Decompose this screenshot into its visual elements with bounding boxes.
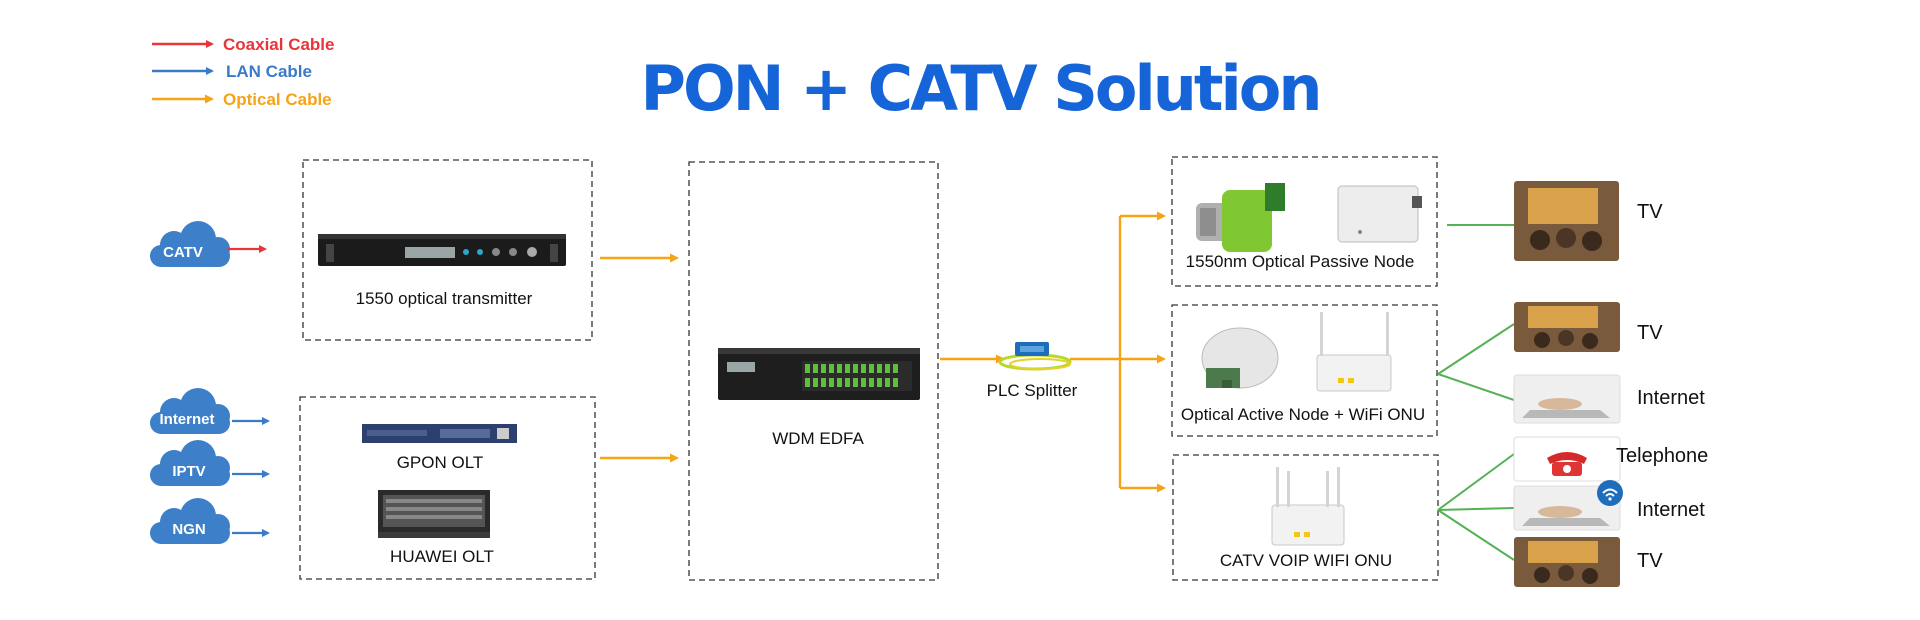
cloud-icon (150, 388, 230, 434)
edfa-box: WDM EDFA (688, 161, 939, 581)
device-label: 1550nm Optical Passive Node (1186, 252, 1415, 271)
cloud-icon (150, 440, 230, 486)
wifi-onu-device (1316, 312, 1392, 392)
legend-lan-label: LAN Cable (226, 62, 312, 81)
device-label: WDM EDFA (772, 429, 864, 448)
transmitter-device (318, 234, 566, 266)
legend-coax-label: Coaxial Cable (223, 35, 335, 54)
endpoint-label: TV (1637, 550, 1663, 572)
endpoint-internet-2: Internet (1513, 480, 1705, 531)
edfa-device (718, 348, 920, 400)
olt-box: GPON OLT HUAWEI OLT (299, 396, 596, 580)
device-label: Optical Active Node + WiFi ONU (1181, 405, 1425, 424)
active-node-box: Optical Active Node + WiFi ONU (1171, 304, 1438, 437)
endpoint-internet-1: Internet (1513, 374, 1705, 424)
cloud-ngn: NGN (150, 498, 270, 544)
source-label: CATV (163, 244, 203, 261)
endpoint-label: Internet (1637, 387, 1705, 409)
voip-onu-box: CATV VOIP WIFI ONU (1172, 454, 1439, 581)
cloud-catv: CATV (150, 221, 267, 267)
source-label: NGN (172, 521, 205, 538)
device-label: HUAWEI OLT (390, 547, 494, 566)
tv-icon (1514, 181, 1619, 261)
device-label: CATV VOIP WIFI ONU (1220, 551, 1392, 570)
endpoint-label: TV (1637, 201, 1663, 223)
source-label: IPTV (172, 463, 205, 480)
endpoint-label: Internet (1637, 499, 1705, 521)
huawei-olt-device (378, 490, 490, 538)
endpoint-label: Telephone (1616, 445, 1708, 467)
endpoint-telephone: Telephone (1513, 436, 1708, 482)
splitter-device (998, 342, 1072, 371)
passive-node-box: 1550nm Optical Passive Node (1171, 156, 1438, 287)
cloud-iptv: IPTV (150, 440, 270, 486)
cloud-internet: Internet (150, 388, 270, 434)
laptop-icon (1513, 485, 1621, 531)
endpoint-tv-1: TV (1514, 181, 1663, 261)
optical-branches (1070, 216, 1122, 488)
tv-icon (1514, 537, 1620, 587)
wifi-icon (1597, 480, 1623, 506)
page-title: PON + CATV Solution (641, 52, 1320, 125)
tv-icon (1514, 302, 1620, 352)
endpoint-label: TV (1637, 322, 1663, 344)
device-label: GPON OLT (397, 453, 484, 472)
device-label: PLC Splitter (987, 381, 1078, 400)
passive-node-device (1196, 183, 1422, 252)
voip-onu-device (1271, 467, 1345, 546)
cloud-icon (150, 221, 230, 267)
active-node-device (1201, 327, 1279, 389)
cloud-icon (150, 498, 230, 544)
legend: Coaxial Cable LAN Cable Optical Cable (152, 35, 335, 109)
source-label: Internet (159, 411, 214, 428)
gpon-olt-device (362, 424, 517, 443)
legend-optical-label: Optical Cable (223, 90, 332, 109)
telephone-icon (1513, 436, 1621, 482)
output-links (1437, 224, 1515, 561)
endpoint-tv-3: TV (1514, 537, 1663, 587)
device-label: 1550 optical transmitter (356, 289, 533, 308)
plc-splitter: PLC Splitter (987, 342, 1078, 400)
endpoint-tv-2: TV (1514, 302, 1663, 352)
transmitter-box: 1550 optical transmitter (302, 159, 593, 341)
laptop-icon (1513, 374, 1621, 424)
